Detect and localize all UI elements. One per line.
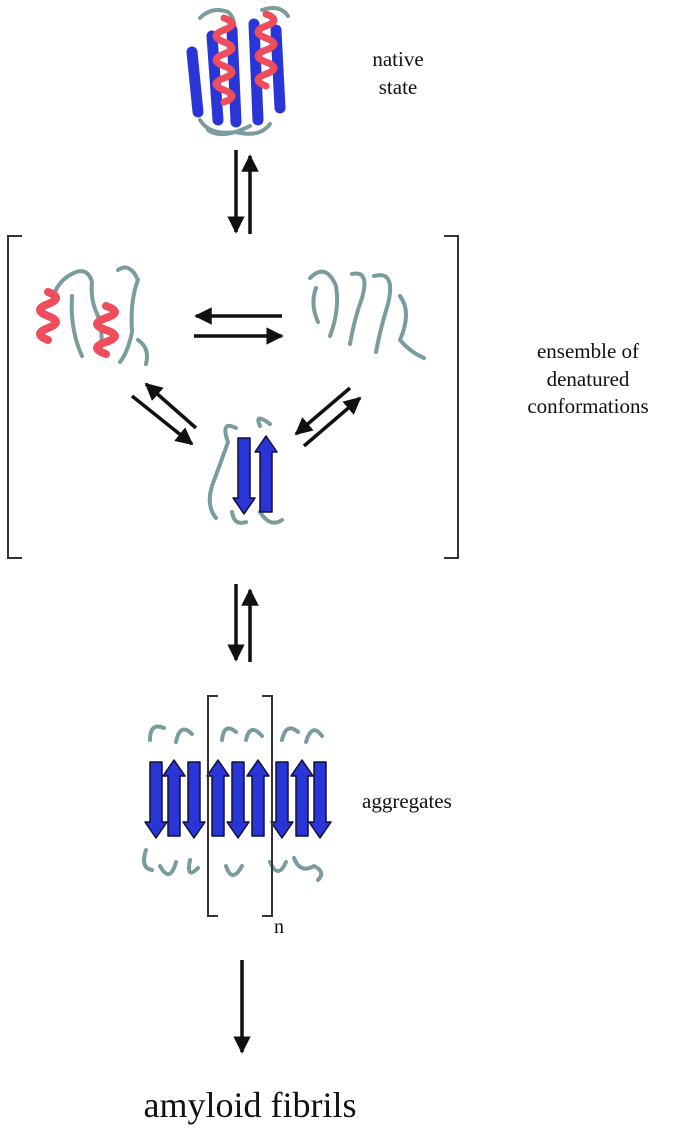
amyloid-fibrils-label: amyloid fibrils xyxy=(143,1085,357,1125)
native-helix-2 xyxy=(254,10,278,90)
native-state-label-line2: state xyxy=(378,74,418,99)
equilibrium-arrows-native-ensemble xyxy=(227,150,259,234)
native-state-protein xyxy=(186,6,290,137)
helical-conformation xyxy=(36,265,149,366)
ensemble-arrows-left-diagonal xyxy=(130,382,198,446)
ensemble-arrows-horizontal xyxy=(194,307,284,345)
beta-hairpin-conformation xyxy=(207,416,284,525)
native-coil xyxy=(198,6,290,137)
ensemble-label-line1: ensemble of xyxy=(536,339,640,363)
random-coil-conformation xyxy=(308,269,426,360)
aggregates-label: aggregates xyxy=(362,789,452,813)
equilibrium-arrows-ensemble-aggregates xyxy=(227,584,259,662)
ensemble-label-line3: conformations xyxy=(527,394,649,419)
repeat-unit-bracket xyxy=(207,695,273,917)
ensemble-bracket xyxy=(7,235,459,559)
native-strand-1 xyxy=(186,46,204,118)
ensemble-arrows-right-diagonal xyxy=(294,386,362,448)
native-state-label-line1: native xyxy=(372,47,424,71)
ensemble-label: ensemble of denatured conformations xyxy=(492,338,684,421)
aggregates-stack xyxy=(142,724,332,882)
repeat-n-label: n xyxy=(274,916,284,938)
native-strand-4 xyxy=(248,18,264,126)
native-strand-2 xyxy=(206,30,224,126)
native-state-label: native state xyxy=(352,46,444,101)
ensemble-label-line2: denatured xyxy=(546,366,630,391)
native-helix-1 xyxy=(212,14,236,106)
